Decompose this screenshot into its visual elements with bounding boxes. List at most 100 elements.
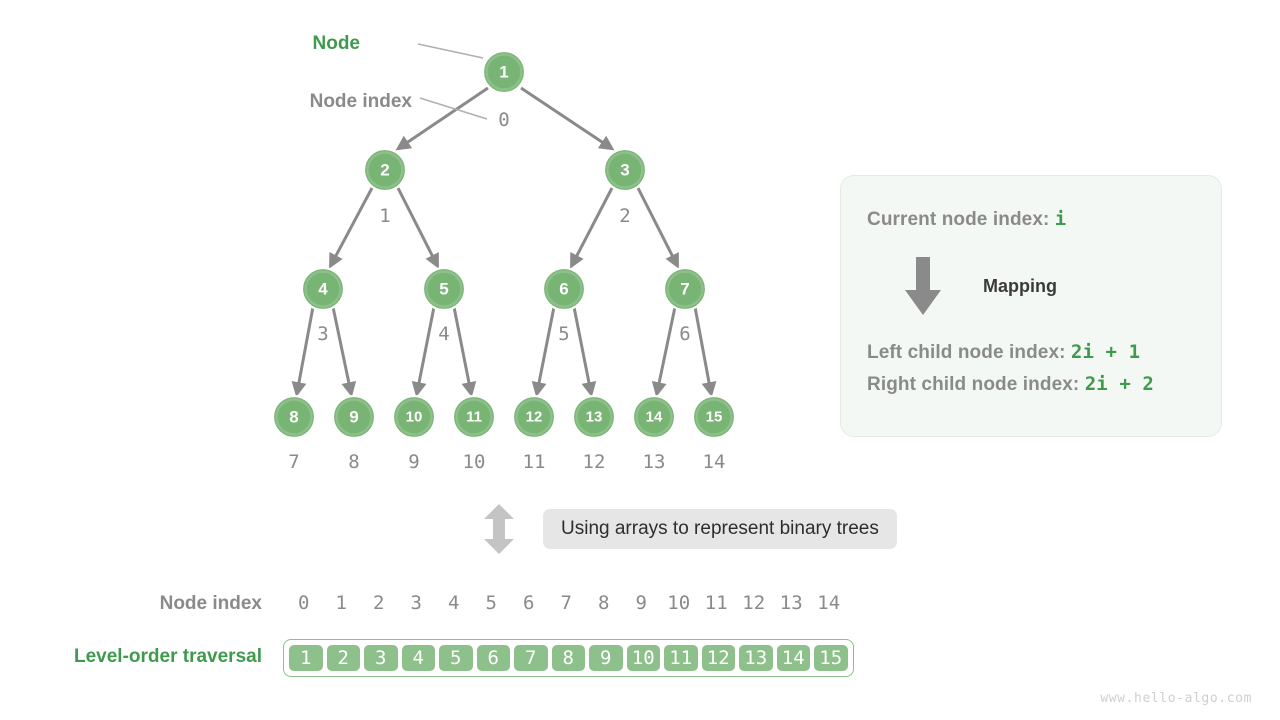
legend-mapping-row: Mapping	[867, 257, 1221, 315]
tree-node-index: 10	[463, 451, 486, 473]
legend-right-child-sep: :	[1072, 374, 1085, 395]
tree-node[interactable]: 10	[391, 394, 437, 440]
tree-node[interactable]: 3	[602, 147, 648, 193]
array-cell[interactable]: 3	[362, 643, 400, 673]
tree-node[interactable]: 11	[451, 394, 497, 440]
edge-5-11	[531, 306, 556, 398]
edge-4-10	[452, 306, 477, 398]
node-index-callout-label: Node index	[309, 91, 412, 112]
tree-node-value: 14	[646, 409, 663, 426]
tree-node-index: 13	[643, 451, 666, 473]
edge-4-9	[411, 306, 436, 398]
tree-node-value: 6	[559, 280, 568, 299]
arrow-down-icon	[905, 257, 941, 315]
legend-mapping-label: Mapping	[983, 275, 1057, 296]
node-callout-leader	[417, 43, 484, 59]
tree-node[interactable]: 4	[300, 266, 346, 312]
tree-node[interactable]: 5	[421, 266, 467, 312]
legend-left-child-line: Left child node index: 2i + 1	[867, 341, 1221, 364]
tree-node-value: 3	[620, 161, 629, 180]
array-cell[interactable]: 8	[549, 643, 587, 673]
edge-3-8	[331, 306, 357, 398]
watermark: www.hello-algo.com	[1100, 691, 1252, 706]
legend-left-child-label: Left child node index	[867, 342, 1060, 363]
array-index-cell: 2	[373, 592, 385, 614]
array-cell[interactable]: 11	[662, 643, 700, 673]
edge-1-4	[396, 187, 439, 269]
tree-node-value: 10	[406, 409, 423, 426]
array-cell[interactable]: 5	[437, 643, 475, 673]
edge-6-14	[693, 306, 717, 398]
tree-node[interactable]: 12	[511, 394, 557, 440]
array-cell[interactable]: 2	[324, 643, 362, 673]
array-value-row-label: Level-order traversal	[74, 646, 262, 667]
legend-right-child-line: Right child node index: 2i + 2	[867, 373, 1221, 396]
array-cell[interactable]: 7	[512, 643, 550, 673]
tree-node-index: 8	[348, 451, 359, 473]
tree-node[interactable]: 9	[331, 394, 377, 440]
legend-current-index-label: Current node index	[867, 209, 1043, 230]
mapping-legend-panel: Current node index: i Mapping Left child…	[840, 175, 1222, 437]
tree-node-value: 12	[526, 409, 543, 426]
array-cell[interactable]: 14	[774, 643, 812, 673]
tree-node-index: 0	[498, 109, 509, 131]
tree-node-value: 8	[289, 408, 298, 427]
array-index-cell: 0	[298, 592, 310, 614]
tree-node-value: 1	[499, 63, 508, 82]
edge-5-12	[572, 306, 597, 398]
array-cell[interactable]: 1	[287, 643, 325, 673]
tree-node[interactable]: 1	[481, 49, 527, 95]
tree-node-index: 11	[523, 451, 546, 473]
legend-current-index-value: i	[1054, 208, 1067, 230]
tree-node-value: 7	[680, 280, 689, 299]
array-index-cell: 5	[485, 592, 497, 614]
array-cell[interactable]: 4	[399, 643, 437, 673]
array-cell[interactable]: 10	[624, 643, 662, 673]
tree-nodes: 1 0 2 1 3 2 4 3	[271, 49, 737, 473]
array-index-cell: 11	[704, 592, 728, 614]
tree-node-index: 7	[288, 451, 299, 473]
legend-right-child-label: Right child node index	[867, 374, 1073, 395]
conversion-caption: Using arrays to represent binary trees	[543, 509, 897, 549]
node-callout-label: Node	[312, 33, 361, 54]
tree-node-value: 11	[466, 409, 482, 426]
array-cell[interactable]: 15	[812, 643, 850, 673]
edge-0-2	[520, 86, 615, 151]
edge-1-3	[329, 187, 374, 269]
array-cell[interactable]: 6	[474, 643, 512, 673]
conversion-band: Using arrays to represent binary trees	[484, 504, 897, 554]
tree-node-index: 12	[583, 451, 606, 473]
arrow-up-down-icon	[484, 504, 514, 554]
tree-node-index: 6	[679, 323, 690, 345]
tree-node-value: 9	[349, 408, 358, 427]
legend-current-index-sep: :	[1042, 209, 1055, 230]
tree-node[interactable]: 7	[662, 266, 708, 312]
array-index-cell: 14	[817, 592, 841, 614]
tree-node[interactable]: 14	[631, 394, 677, 440]
tree-node[interactable]: 15	[691, 394, 737, 440]
tree-node-index: 5	[558, 323, 569, 345]
edge-0-1	[395, 86, 489, 151]
array-cell[interactable]: 9	[587, 643, 625, 673]
tree-node-value: 15	[706, 409, 723, 426]
array-cell[interactable]: 13	[737, 643, 775, 673]
tree-node[interactable]: 8	[271, 394, 317, 440]
tree-node[interactable]: 6	[541, 266, 587, 312]
array-index-cell: 9	[635, 592, 647, 614]
edge-2-5	[570, 187, 614, 269]
tree-node[interactable]: 2	[362, 147, 408, 193]
array-index-cell: 8	[598, 592, 610, 614]
legend-current-index-line: Current node index: i	[867, 208, 1221, 231]
array-cell[interactable]: 12	[699, 643, 737, 673]
tree-node-index: 2	[619, 205, 630, 227]
tree-node-value: 13	[586, 409, 603, 426]
tree-edges	[291, 86, 717, 398]
array-index-cell: 1	[335, 592, 347, 614]
array-index-cell: 10	[667, 592, 691, 614]
node-index-callout-leader	[419, 97, 488, 120]
array-index-cell: 7	[560, 592, 572, 614]
tree-node[interactable]: 13	[571, 394, 617, 440]
edge-2-6	[636, 187, 679, 269]
